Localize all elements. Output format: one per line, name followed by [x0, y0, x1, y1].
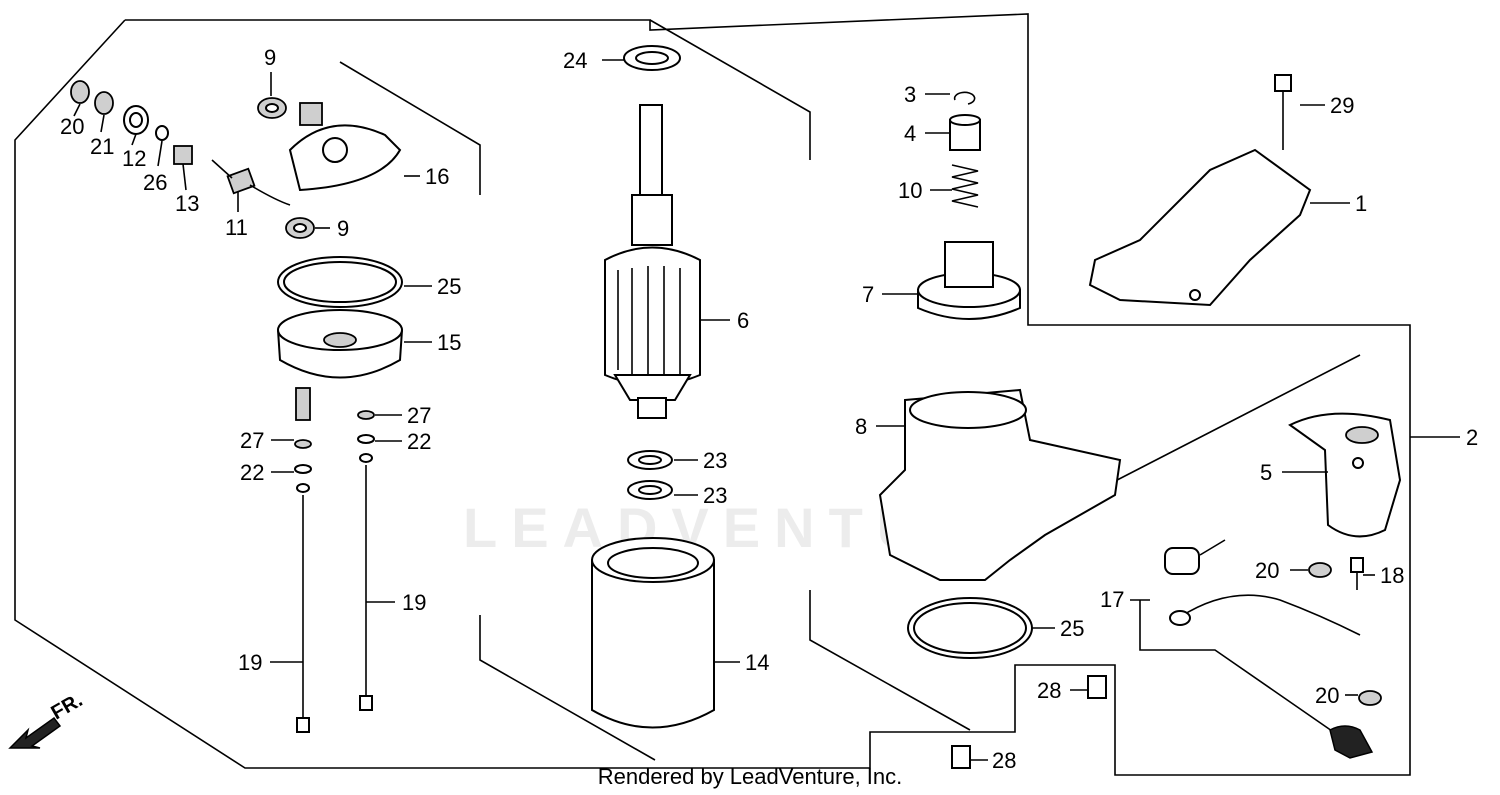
brush-part-11 — [211, 159, 291, 206]
callout-4: 4 — [904, 121, 916, 146]
dowel-pin-part-28-bottom — [951, 745, 971, 769]
callout-9-bottom: 9 — [337, 216, 349, 241]
front-bracket-part-8 — [878, 388, 1122, 581]
yoke-part-14 — [591, 537, 715, 729]
washers-part-23 — [627, 450, 673, 500]
brush-holder-part-16 — [288, 102, 402, 192]
snap-ring-part-3 — [953, 91, 976, 105]
callout-24: 24 — [563, 48, 587, 73]
washer-part-27-left — [294, 439, 312, 449]
callout-9-top: 9 — [264, 45, 276, 70]
callout-20-left: 20 — [60, 114, 84, 139]
callout-15: 15 — [437, 330, 461, 355]
callout-26: 26 — [143, 170, 167, 195]
solenoid-cover-part-1 — [1088, 148, 1312, 307]
bearing-part-9-bottom — [285, 217, 315, 239]
callout-29: 29 — [1330, 93, 1354, 118]
bearing-part-9-top — [257, 97, 287, 119]
washer-part-27-right — [357, 410, 375, 420]
footer-credit: Rendered by LeadVenture, Inc. — [597, 764, 903, 789]
callout-12: 12 — [122, 146, 146, 171]
callout-1: 1 — [1355, 191, 1367, 216]
rear-cover-part-15 — [276, 309, 404, 379]
callout-3: 3 — [904, 82, 916, 107]
o-ring-part-25-bottom — [907, 597, 1033, 659]
bolt-part-29 — [1274, 74, 1292, 150]
callout-2: 2 — [1466, 425, 1478, 450]
callout-13: 13 — [175, 191, 199, 216]
callout-20-middle: 20 — [1255, 558, 1279, 583]
washer-part-22-left — [294, 464, 312, 474]
plate-part-13 — [173, 145, 193, 165]
callout-22-left: 22 — [240, 460, 264, 485]
o-ring-part-25-top — [277, 256, 403, 308]
nut-part-20-middle — [1308, 562, 1332, 578]
washer-part-22-right — [357, 434, 375, 444]
solenoid-part-5 — [1288, 412, 1402, 538]
callout-22-right: 22 — [407, 429, 431, 454]
insulator-part-27-left — [295, 387, 311, 421]
group-outlines — [14, 13, 1411, 776]
callout-14: 14 — [745, 650, 769, 675]
callout-5: 5 — [1260, 460, 1272, 485]
callout-6: 6 — [737, 308, 749, 333]
callout-16: 16 — [425, 164, 449, 189]
terminal-boot — [1329, 725, 1374, 759]
seal-part-12 — [123, 105, 149, 135]
pinion-part-7 — [917, 241, 1021, 320]
nut-part-20 — [70, 80, 90, 104]
callout-27-right: 27 — [407, 403, 431, 428]
callout-21: 21 — [90, 134, 114, 159]
bolt-part-18 — [1350, 557, 1364, 590]
dowel-pin-part-28-top — [1087, 675, 1107, 699]
callout-28-top: 28 — [1037, 678, 1061, 703]
leader-lines — [73, 59, 1460, 761]
callout-18: 18 — [1380, 563, 1404, 588]
ring-part-26 — [155, 125, 169, 141]
callout-28-bottom: 28 — [992, 748, 1016, 773]
callout-25-bottom: 25 — [1060, 616, 1084, 641]
nut-part-21 — [94, 91, 114, 115]
callout-19-left: 19 — [238, 650, 262, 675]
armature-part-6 — [604, 104, 701, 419]
callout-23-top: 23 — [703, 448, 727, 473]
callout-10: 10 — [898, 178, 922, 203]
callout-25-top: 25 — [437, 274, 461, 299]
spring-part-10 — [951, 164, 979, 208]
nut-part-20-lower — [1358, 690, 1382, 706]
front-direction-arrow — [8, 716, 62, 749]
callout-17: 17 — [1100, 587, 1124, 612]
callout-7: 7 — [862, 282, 874, 307]
cable-part-17 — [1164, 539, 1361, 636]
callout-20-bottom: 20 — [1315, 683, 1339, 708]
through-bolt-part-19-left — [296, 483, 310, 733]
callout-27-left: 27 — [240, 428, 264, 453]
washer-part-24 — [623, 45, 681, 71]
collar-part-4 — [949, 114, 981, 151]
callout-19-right: 19 — [402, 590, 426, 615]
through-bolt-part-19-right — [359, 453, 373, 711]
callout-8: 8 — [855, 414, 867, 439]
callout-23-bottom: 23 — [703, 483, 727, 508]
callout-11: 11 — [225, 215, 248, 240]
